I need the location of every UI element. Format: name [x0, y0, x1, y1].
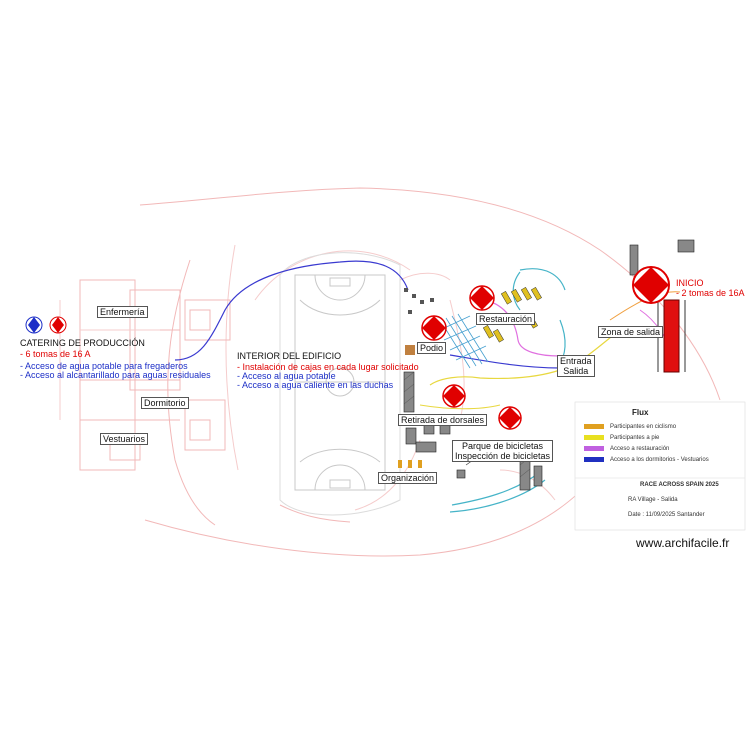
marker-dorsales: [442, 384, 466, 408]
label-inicio: INICIO: [676, 278, 704, 288]
arrow-icon: [584, 435, 604, 440]
legend-item-label: Participantes en ciclismo: [610, 424, 677, 431]
catering-title: CATERING DE PRODUCCIÓN: [20, 338, 145, 348]
title-event: RACE ACROSS SPAIN 2025: [640, 482, 719, 488]
route-pink: [484, 299, 561, 357]
legend-item-walking: Participantes a pie: [584, 435, 659, 441]
label-podio: Podio: [417, 342, 447, 354]
legend-item-label: Acceso a restauración: [610, 446, 670, 453]
catering-power: - 6 tomas de 16 A: [20, 349, 91, 359]
label-enfermeria: Enfermería: [97, 306, 148, 318]
catering-water2: - Acceso al alcantarillado para aguas re…: [20, 370, 211, 380]
interior-1: - Instalación de cajas en cada lugar sol…: [237, 362, 419, 372]
arrow-icon: [584, 446, 604, 451]
legend-title: Flux: [632, 408, 649, 417]
podium-objects: [398, 288, 434, 468]
label-dormitorio: Dormitorio: [141, 397, 189, 409]
title-sheet: RA Village - Salida: [628, 497, 678, 503]
route-blue: [174, 260, 409, 361]
sports-court: [294, 274, 386, 491]
marker-restauracion: [469, 285, 495, 311]
label-inspeccion: Inspección de bicicletas: [455, 451, 551, 461]
label-inicio-power: - 2 tomas de 16A: [676, 288, 745, 298]
legend-item-label: Participantes a pie: [610, 435, 660, 442]
marker-catering-red: [49, 316, 67, 334]
route-blue-2: [449, 354, 561, 369]
label-zona-salida: Zona de salida: [598, 326, 664, 338]
label-salida: Salida: [563, 366, 589, 376]
arena-outline: [279, 252, 401, 516]
catering-water1: - Acceso de agua potable para fregaderos: [20, 361, 188, 371]
legend-item-cycling: Participantes en ciclismo: [584, 424, 676, 430]
route-yellow-2: [419, 404, 501, 410]
label-parque: Parque de bicicletas: [462, 441, 544, 451]
interior-title: INTERIOR DEL EDIFICIO: [237, 351, 342, 361]
watermark: www.archifacile.fr: [636, 536, 730, 550]
start-zone: [663, 299, 680, 373]
label-restauracion: Restauración: [476, 313, 536, 325]
label-vestuarios: Vestuarios: [100, 433, 149, 445]
label-parque-inspeccion: Parque de bicicletas Inspección de bicic…: [452, 440, 554, 462]
label-entrada: Entrada: [560, 356, 592, 366]
route-yellow: [429, 329, 621, 386]
marker-bicicletas: [498, 406, 522, 430]
legend-frame: [574, 401, 746, 531]
water-feature: [449, 268, 566, 513]
arrow-icon: [584, 457, 604, 462]
legend-item-label: Acceso a los dormitorios - Vestuarios: [610, 457, 709, 464]
label-entrada-salida: Entrada Salida: [557, 355, 595, 377]
marker-catering-blue: [25, 316, 43, 334]
marker-inicio: [632, 266, 670, 304]
arrow-icon: [584, 424, 604, 429]
marker-podio: [421, 315, 447, 341]
interior-2: - Acceso al agua potable: [237, 371, 336, 381]
label-retirada: Retirada de dorsales: [398, 414, 488, 426]
title-date: Date : 11/09/2025 Santander: [628, 512, 705, 518]
interior-3: - Acceso a agua caliente en las duchas: [237, 380, 394, 390]
seating-stands: [439, 313, 489, 369]
legend-item-dorms: Acceso a los dormitorios - Vestuarios: [584, 457, 709, 463]
legend-item-restaurant: Acceso a restauración: [584, 446, 669, 452]
label-organizacion: Organización: [378, 472, 438, 484]
